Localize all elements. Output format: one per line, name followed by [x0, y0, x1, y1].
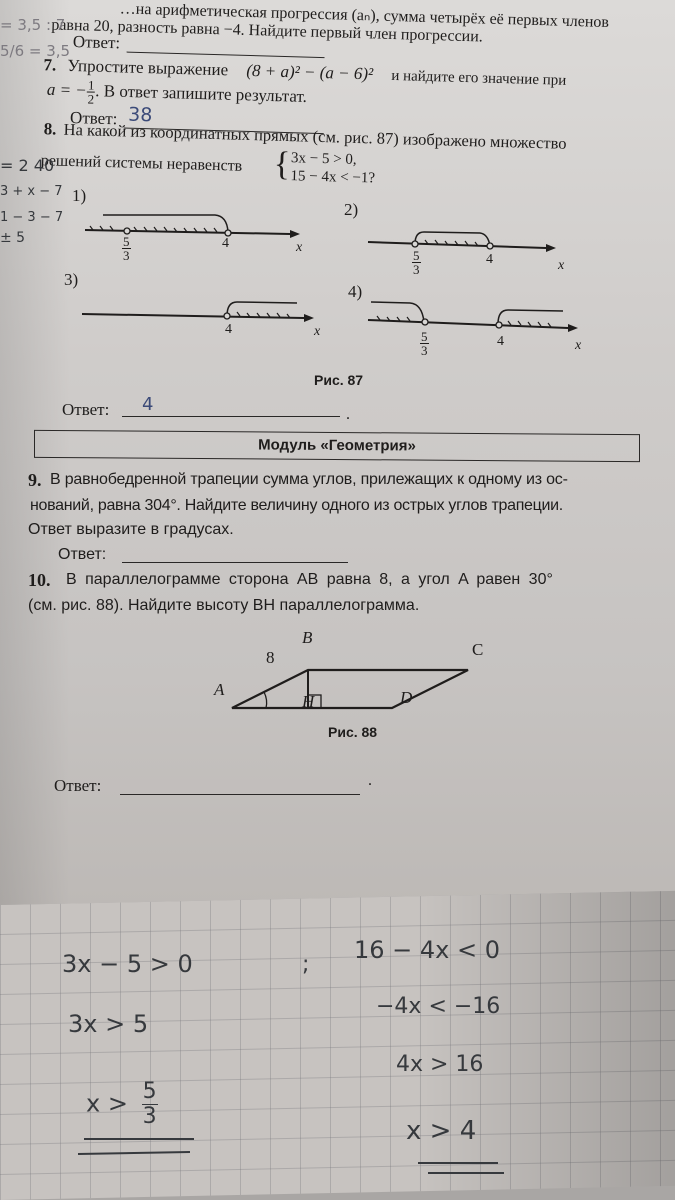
task-7-expression: (8 + a)² − (a − 6)²	[246, 60, 374, 84]
task-10-line-2: (см. рис. 88). Найдите высоту BH паралле…	[28, 597, 420, 614]
answer-period: .	[368, 772, 372, 789]
module-title: Модуль «Геометрия»	[258, 436, 416, 455]
number-line-2[interactable]	[367, 228, 568, 268]
figure-87-caption: Рис. 87	[314, 372, 364, 388]
margin-note-6: ± 5	[0, 230, 26, 246]
axis-x-4: x	[575, 338, 582, 353]
module-header-box: Модуль «Геометрия»	[34, 429, 640, 463]
option-2-label: 2)	[344, 200, 359, 219]
number-line-3[interactable]	[81, 294, 322, 334]
vertex-C: C	[472, 640, 484, 659]
task-7-instruction: . В ответ запишите результат.	[95, 81, 308, 106]
answer-underline-left-1	[84, 1138, 194, 1140]
side-AB-length: 8	[266, 648, 275, 667]
task-9-answer-label: Ответ:	[58, 546, 107, 563]
inequality-2: 15 − 4x < −1?	[290, 168, 376, 187]
point-four-4: 4	[497, 334, 504, 349]
number-line-1[interactable]	[84, 208, 305, 258]
point-four-1: 4	[222, 236, 229, 251]
task-10-answer-field[interactable]	[120, 794, 360, 795]
option-4-label: 4)	[348, 282, 363, 301]
task-10-line-1: В параллелограмме сторона AB равна 8, а …	[66, 571, 553, 588]
margin-note-3: = 2 40	[0, 156, 55, 175]
axis-x-2: x	[558, 258, 565, 273]
axis-x-3: x	[314, 324, 321, 339]
margin-note-2: 5/6 = 3,5	[0, 42, 71, 60]
vertex-B: B	[302, 628, 313, 647]
solution-separator: ;	[302, 952, 310, 977]
parallelogram-figure	[231, 668, 469, 710]
task-7-text: Упростите выражение	[67, 55, 229, 80]
margin-note-1: = 3,5 : 7	[0, 16, 66, 34]
solution-right-line-2: −4x < −16	[376, 994, 501, 1019]
axis-x-1: x	[296, 240, 303, 255]
solution-right-line-3: 4x > 16	[396, 1052, 484, 1077]
task-8-answer-label: Ответ:	[62, 400, 110, 419]
solution-left-line-2: 3x > 5	[68, 1010, 149, 1038]
answer-period: .	[346, 406, 350, 423]
task-8-line-2: решений системы неравенств	[40, 152, 243, 175]
vertex-H: H	[302, 692, 315, 711]
option-3-label: 3)	[64, 270, 79, 289]
figure-88-caption: Рис. 88	[328, 724, 378, 740]
task-8-answer-value[interactable]: 4	[142, 394, 154, 415]
task-10-answer-label: Ответ:	[54, 776, 102, 795]
solution-left-line-1: 3x − 5 > 0	[62, 950, 193, 978]
margin-note-5: 1 − 3 − 7	[0, 210, 64, 225]
task-8-number: 8.	[43, 119, 57, 139]
option-1-label: 1)	[72, 186, 87, 205]
task-9-number: 9.	[28, 470, 42, 490]
answer-underline-right-2	[428, 1172, 504, 1174]
task-9-line-1: В равнобедренной трапеции сумма углов, п…	[50, 471, 568, 488]
system-brace: {	[273, 145, 291, 184]
margin-note-4: 3 + x − 7	[0, 184, 63, 199]
task-10-number: 10.	[28, 570, 51, 590]
vertex-A: A	[214, 680, 225, 699]
solution-right-line-4: x > 4	[406, 1116, 477, 1146]
task-8-answer-field[interactable]	[122, 416, 340, 417]
vertex-D: D	[400, 688, 413, 707]
answer-underline-right-1	[418, 1162, 498, 1164]
task-9-answer-field[interactable]	[122, 562, 348, 563]
task-7-text-tail: и найдите его значение при	[391, 67, 567, 89]
task-7-a-value: a = −	[46, 79, 88, 100]
point-four-2: 4	[486, 252, 493, 267]
point-four-3: 4	[225, 322, 232, 337]
number-line-4[interactable]	[367, 298, 588, 338]
worksheet-page: …на арифметическая прогрессия (aₙ), сумм…	[0, 0, 675, 905]
task-9-line-3: Ответ выразите в градусах.	[28, 521, 234, 538]
solution-right-line-1: 16 − 4x < 0	[354, 936, 501, 964]
task-9-line-2: нований, равна 304°. Найдите величину од…	[30, 497, 563, 514]
